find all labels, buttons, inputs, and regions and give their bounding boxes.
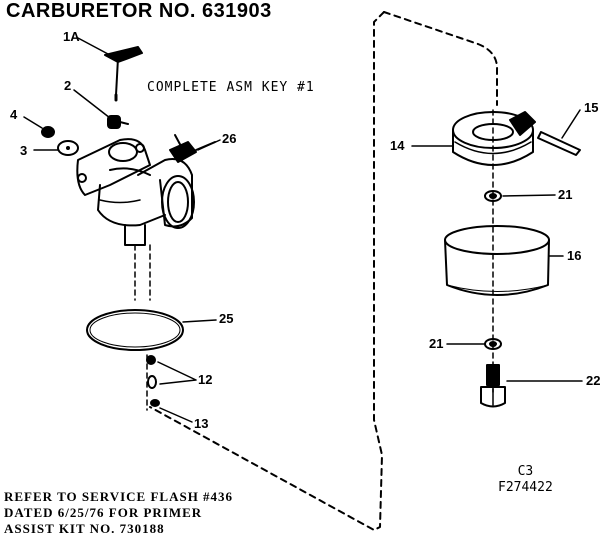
bolt-part: [480, 364, 506, 408]
fitting-part: [169, 134, 216, 163]
primer-lever-part: [104, 46, 143, 102]
pin-15-part: [537, 131, 581, 156]
center-axis-left: [134, 244, 151, 411]
callout-22: 22: [586, 373, 601, 388]
assembly-note: COMPLETE ASM KEY #1: [147, 80, 315, 95]
callout-21-bottom: 21: [429, 336, 444, 351]
service-note-line-3: ASSIST KIT NO. 730188: [4, 521, 165, 536]
callout-4: 4: [10, 107, 18, 122]
group-boundary-dashed: [383, 11, 499, 106]
callout-21-top: 21: [558, 187, 573, 202]
figure-reference: C3 F274422: [498, 464, 553, 496]
callout-15: 15: [584, 100, 599, 115]
service-note-line-1: REFER TO SERVICE FLASH #436: [4, 489, 234, 504]
callout-3: 3: [20, 143, 28, 158]
figure-code: C3: [517, 464, 534, 479]
figure-number: F274422: [498, 480, 553, 495]
callout-2: 2: [64, 78, 72, 93]
ball-part: [146, 355, 156, 365]
washer-part: [41, 126, 55, 138]
callout-25: 25: [219, 311, 234, 326]
diagram-title: CARBURETOR NO. 631903: [6, 0, 272, 22]
leader-lines: [23, 37, 583, 423]
gasket-part: [57, 140, 79, 156]
washer-21-top: [484, 190, 502, 202]
callout-12: 12: [198, 372, 213, 387]
service-note: REFER TO SERVICE FLASH #436 DATED 6/25/7…: [4, 489, 233, 537]
group-boundary-left-dashed: [149, 11, 385, 531]
spring-part: [147, 375, 157, 389]
callout-16: 16: [567, 248, 582, 263]
callout-14: 14: [390, 138, 405, 153]
callout-1a: 1A: [63, 29, 80, 44]
carburetor-body: [76, 138, 195, 246]
pin-part: [150, 399, 160, 407]
o-ring-part: [86, 309, 184, 351]
service-note-line-2: DATED 6/25/76 FOR PRIMER: [4, 505, 203, 520]
screw-part: [107, 115, 129, 129]
callout-26: 26: [222, 131, 237, 146]
float-part: [452, 111, 536, 166]
callout-13: 13: [194, 416, 209, 431]
bowl-part: [444, 225, 550, 296]
